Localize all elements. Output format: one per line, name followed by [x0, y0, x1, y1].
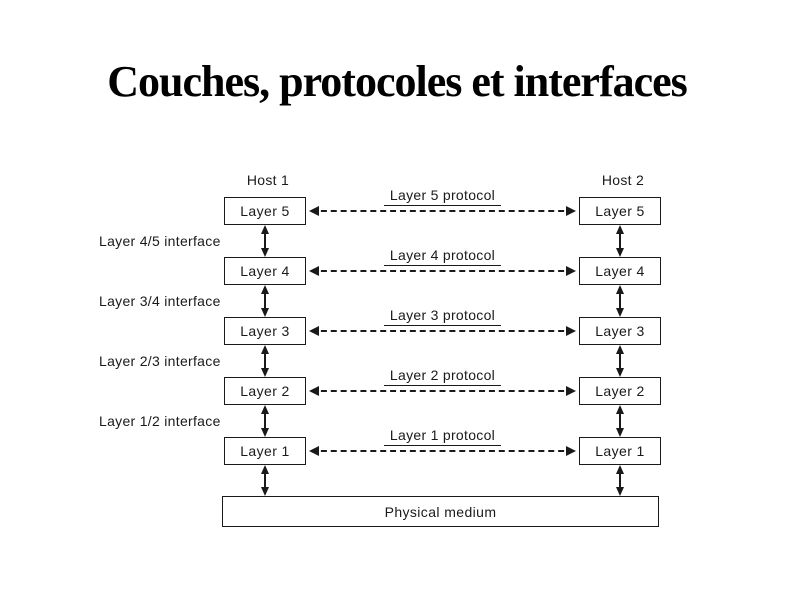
- host2-layer2-layer1-double-arrow-icon: [616, 405, 624, 437]
- host1-layer2-layer1-double-arrow-icon: [261, 405, 269, 437]
- interface-3-4-label: Layer 3/4 interface: [99, 293, 221, 309]
- host2-layer5-box: Layer 5: [579, 197, 661, 225]
- layer1-physical-gap: [0, 465, 794, 496]
- layer1-protocol-label: Layer 1 protocol: [306, 427, 579, 446]
- host2-layer3-box: Layer 3: [579, 317, 661, 345]
- host1-layer3-layer2-double-arrow-icon: [261, 345, 269, 377]
- interface-1-2-gap: Layer 1/2 interface: [0, 405, 794, 437]
- host1-layer4-box: Layer 4: [224, 257, 306, 285]
- interface-2-3-label: Layer 2/3 interface: [99, 353, 221, 369]
- host2-layer1-medium-double-arrow-icon: [616, 465, 624, 496]
- layer4-protocol-dashed-arrow-icon: [309, 266, 576, 276]
- interface-4-5-label: Layer 4/5 interface: [99, 233, 221, 249]
- layer1-protocol-dashed-arrow-icon: [309, 446, 576, 456]
- host1-layer5-box: Layer 5: [224, 197, 306, 225]
- host2-layer2-box: Layer 2: [579, 377, 661, 405]
- host1-layer3-box: Layer 3: [224, 317, 306, 345]
- host2-layer5-layer4-double-arrow-icon: [616, 225, 624, 257]
- host1-label: Host 1: [246, 172, 290, 188]
- layer5-protocol-dashed-arrow-icon: [309, 206, 576, 216]
- layer4-protocol-label: Layer 4 protocol: [306, 247, 579, 266]
- host1-layer1-medium-double-arrow-icon: [261, 465, 269, 496]
- layer3-protocol-dashed-arrow-icon: [309, 326, 576, 336]
- physical-medium-box: Physical medium: [222, 496, 659, 527]
- interface-1-2-label: Layer 1/2 interface: [99, 413, 221, 429]
- layer3-protocol-label: Layer 3 protocol: [306, 307, 579, 326]
- layer2-protocol-dashed-arrow-icon: [309, 386, 576, 396]
- host1-layer2-box: Layer 2: [224, 377, 306, 405]
- host2-layer4-box: Layer 4: [579, 257, 661, 285]
- host2-layer3-layer2-double-arrow-icon: [616, 345, 624, 377]
- interface-3-4-gap: Layer 3/4 interface: [0, 285, 794, 317]
- layer2-protocol-label: Layer 2 protocol: [306, 367, 579, 386]
- host2-layer1-box: Layer 1: [579, 437, 661, 465]
- host1-layer5-layer4-double-arrow-icon: [261, 225, 269, 257]
- slide-title: Couches, protocoles et interfaces: [107, 57, 688, 106]
- host2-label: Host 2: [601, 172, 645, 188]
- host1-layer4-layer3-double-arrow-icon: [261, 285, 269, 317]
- layer5-protocol-label: Layer 5 protocol: [306, 187, 579, 206]
- host-labels-row: Host 1 Host 2: [0, 172, 794, 189]
- host1-layer1-box: Layer 1: [224, 437, 306, 465]
- interface-4-5-gap: Layer 4/5 interface: [0, 225, 794, 257]
- interface-2-3-gap: Layer 2/3 interface: [0, 345, 794, 377]
- host2-layer4-layer3-double-arrow-icon: [616, 285, 624, 317]
